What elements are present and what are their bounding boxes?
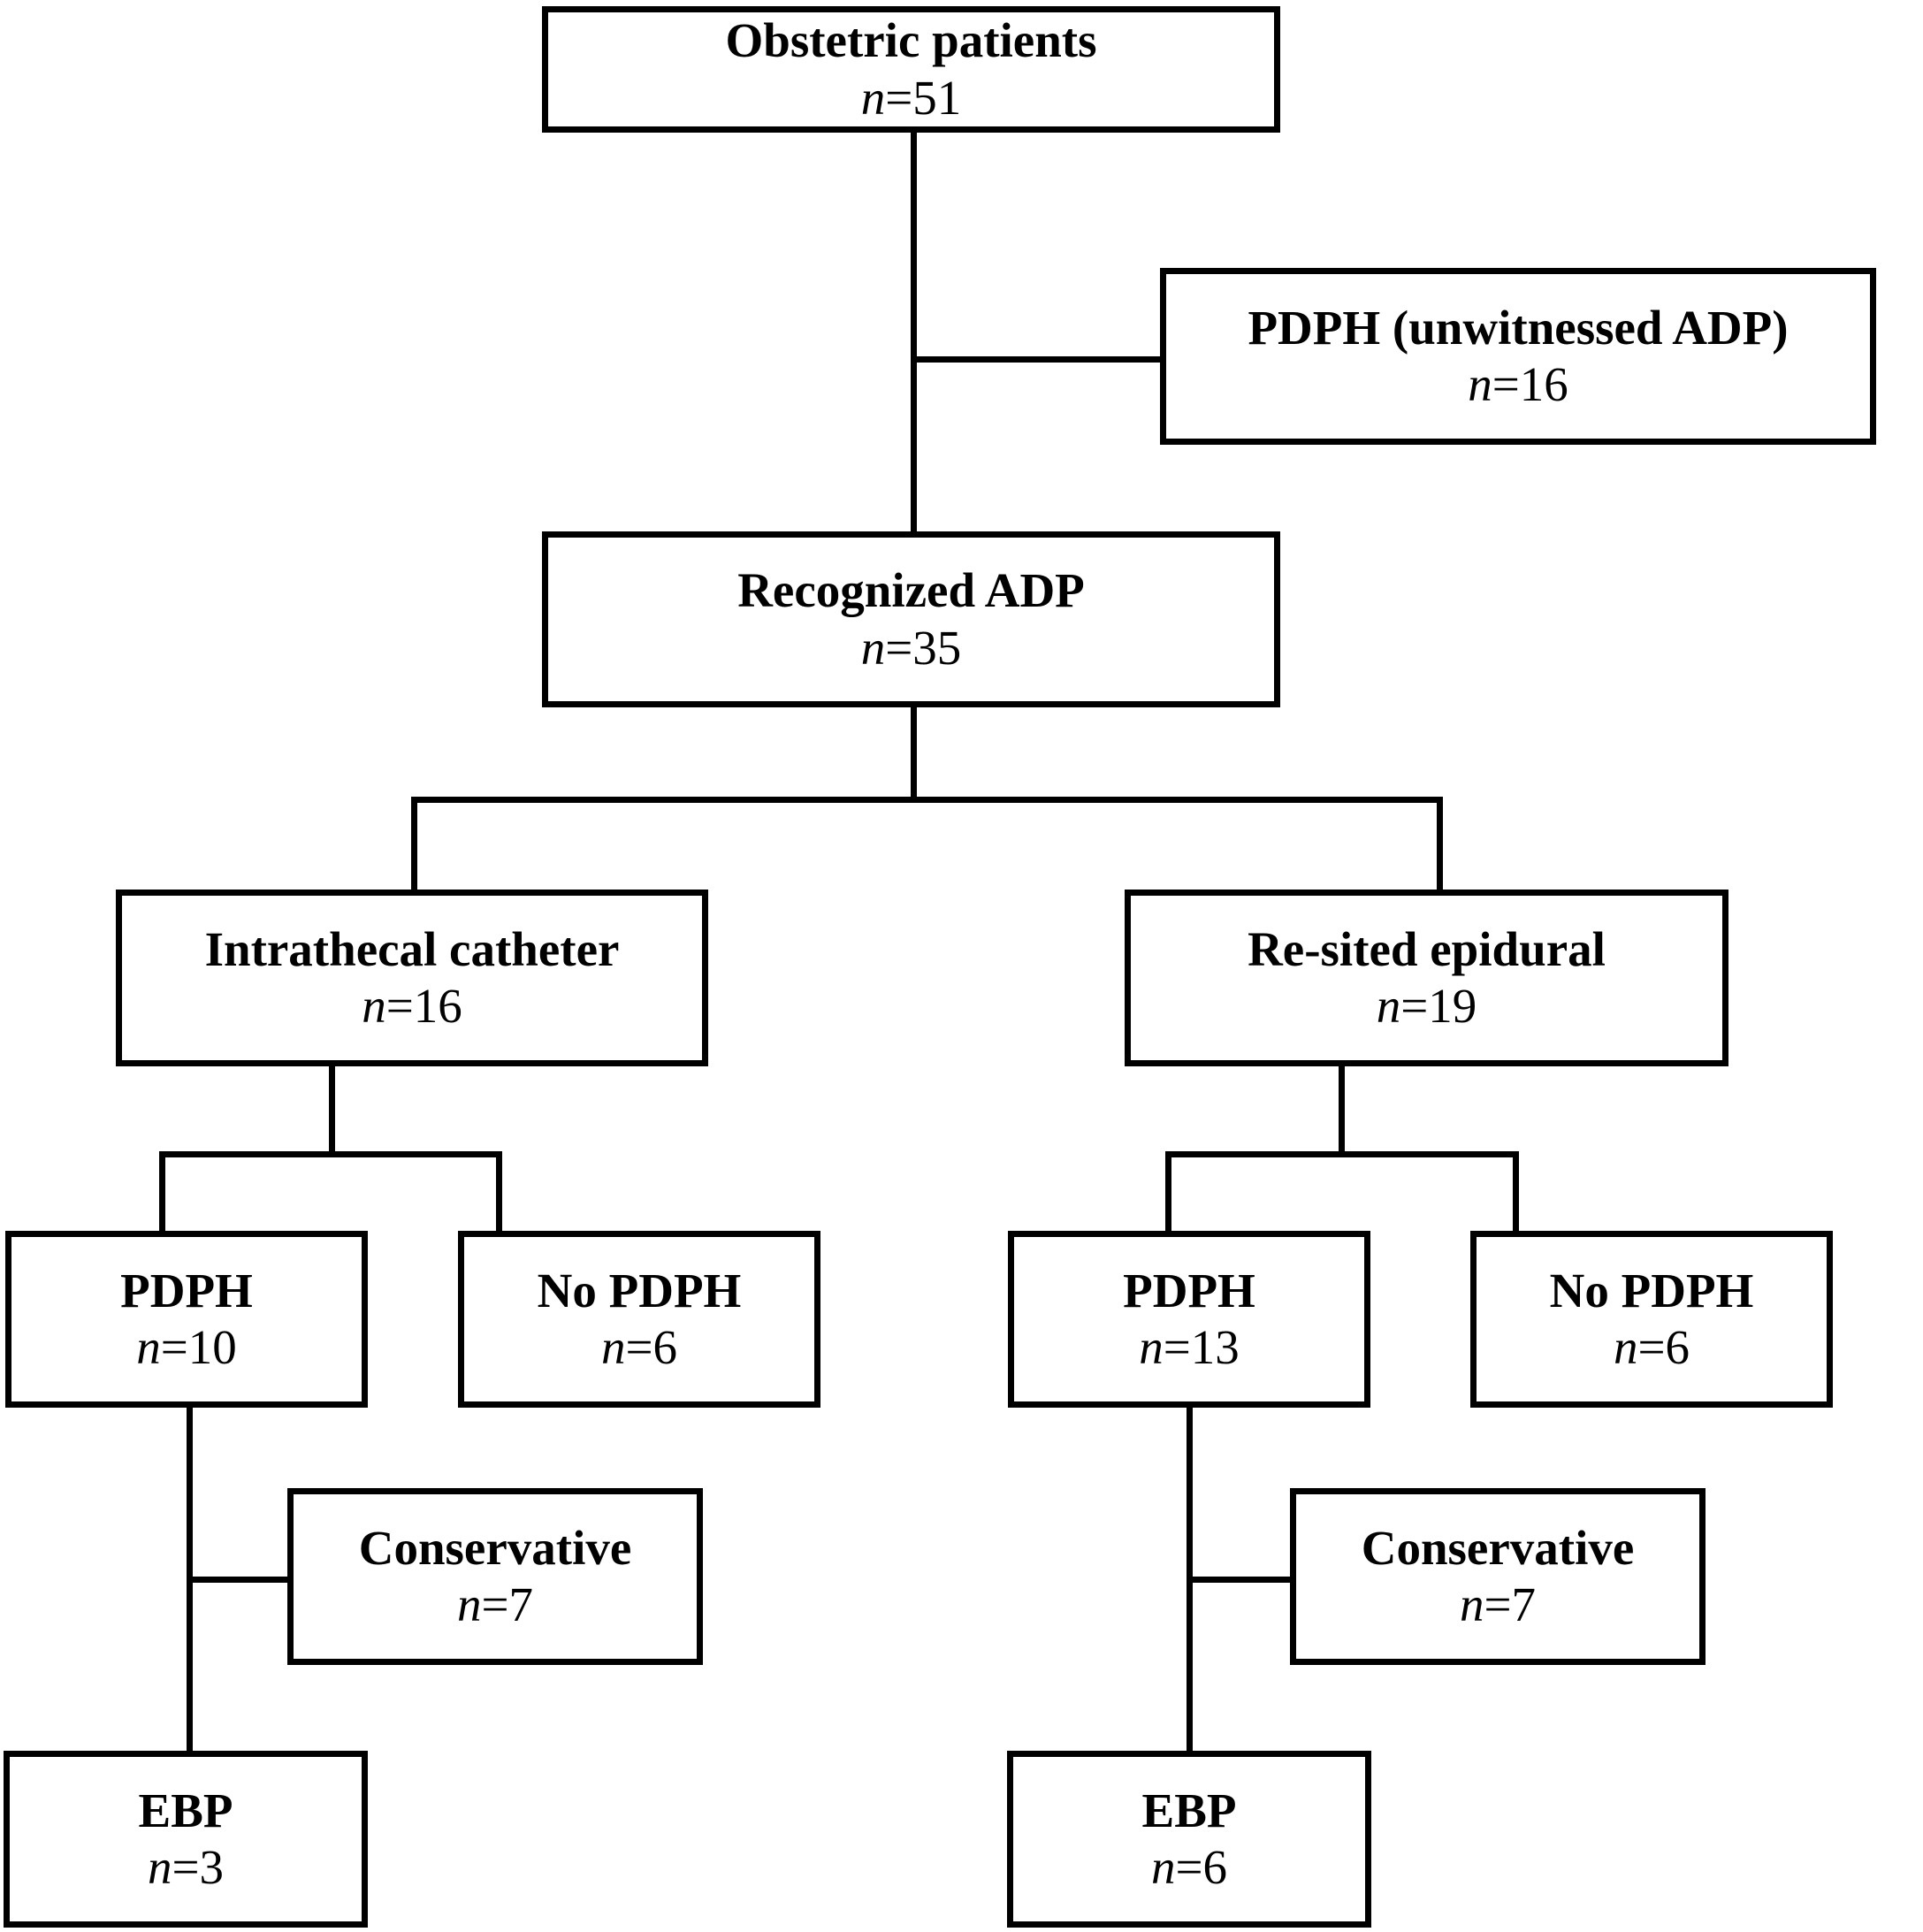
node-title: Conservative: [358, 1520, 632, 1575]
node-count: n=6: [1613, 1320, 1690, 1374]
connector-obstetric-to-pdph-unwitnessed: [911, 356, 1163, 363]
connector-recognized-to-resited: [1437, 797, 1443, 892]
node-resited-epidural: Re-sited epidural n=19: [1125, 890, 1728, 1066]
node-left-no-pdph: No PDPH n=6: [458, 1231, 820, 1408]
node-count: n=7: [456, 1577, 534, 1631]
connector-recognized-trunk: [911, 705, 917, 802]
node-title: EBP: [138, 1783, 233, 1837]
node-count: n=3: [147, 1840, 225, 1894]
node-count: n=16: [362, 979, 462, 1033]
node-left-ebp: EBP n=3: [4, 1751, 368, 1928]
node-title: EBP: [1141, 1783, 1237, 1837]
node-count: n=13: [1139, 1320, 1240, 1374]
connector-recognized-fork-bar: [411, 797, 1443, 803]
connector-resited-to-pdph: [1165, 1151, 1171, 1235]
node-count: n=10: [136, 1320, 237, 1374]
node-count: n=19: [1376, 979, 1477, 1033]
node-count: n=16: [1468, 357, 1568, 411]
node-right-pdph: PDPH n=13: [1008, 1231, 1370, 1408]
node-right-conservative: Conservative n=7: [1290, 1488, 1706, 1665]
node-title: No PDPH: [1549, 1263, 1754, 1317]
node-title: Intrathecal catheter: [204, 921, 620, 976]
node-left-conservative: Conservative n=7: [287, 1488, 703, 1665]
node-title: PDPH: [120, 1263, 253, 1317]
node-obstetric-patients: Obstetric patients n=51: [542, 6, 1280, 133]
connector-left-pdph-to-conservative: [187, 1577, 290, 1583]
node-count: n=51: [860, 70, 962, 125]
node-title: PDPH: [1123, 1263, 1255, 1317]
node-title: Re-sited epidural: [1248, 921, 1606, 976]
node-intrathecal-catheter: Intrathecal catheter n=16: [116, 890, 708, 1066]
connector-obstetric-trunk: [911, 131, 917, 533]
connector-resited-to-no-pdph: [1513, 1151, 1519, 1235]
node-count: n=7: [1459, 1577, 1537, 1631]
connector-resited-trunk: [1339, 1064, 1345, 1157]
node-count: n=35: [860, 620, 962, 675]
connector-intrathecal-trunk: [329, 1064, 335, 1157]
connector-intrathecal-to-no-pdph: [496, 1151, 502, 1235]
node-title: No PDPH: [537, 1263, 742, 1317]
node-right-ebp: EBP n=6: [1007, 1751, 1371, 1928]
node-count: n=6: [600, 1320, 678, 1374]
node-right-no-pdph: No PDPH n=6: [1470, 1231, 1833, 1408]
connector-right-pdph-to-conservative: [1187, 1577, 1293, 1583]
node-title: Obstetric patients: [725, 13, 1097, 68]
node-left-pdph: PDPH n=10: [5, 1231, 368, 1408]
node-recognized-adp: Recognized ADP n=35: [542, 531, 1280, 707]
connector-intrathecal-to-pdph: [159, 1151, 165, 1235]
connector-resited-fork-bar: [1165, 1151, 1519, 1157]
connector-recognized-to-intrathecal: [411, 797, 417, 892]
connector-intrathecal-fork-bar: [159, 1151, 502, 1157]
node-title: Recognized ADP: [737, 563, 1085, 618]
node-pdph-unwitnessed: PDPH (unwitnessed ADP) n=16: [1160, 268, 1876, 445]
node-title: PDPH (unwitnessed ADP): [1248, 300, 1789, 355]
node-count: n=6: [1150, 1840, 1228, 1894]
node-title: Conservative: [1361, 1520, 1635, 1575]
